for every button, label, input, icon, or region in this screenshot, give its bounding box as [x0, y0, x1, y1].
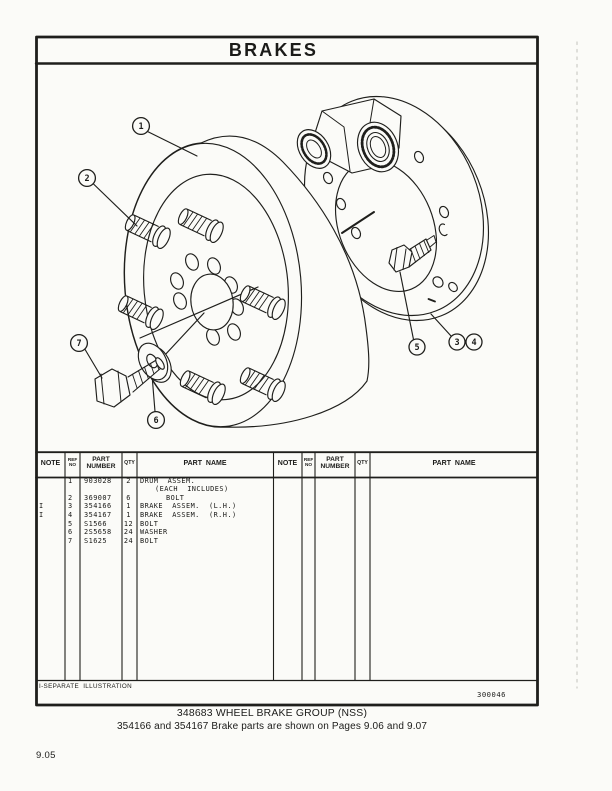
- header-part-name-left: PART NAME: [183, 460, 227, 467]
- content-border-box: [34, 35, 539, 707]
- table-row: 7 S1625 24 BOLT: [0, 537, 612, 546]
- washer: [137, 342, 172, 383]
- table-footnote: I-SEPARATE ILLUSTRATION: [39, 682, 133, 690]
- cell-qty: 24: [123, 528, 134, 537]
- drum-hub-bore: [190, 273, 234, 331]
- cell-part_name: BOLT: [140, 519, 159, 528]
- page-number: 9.05: [36, 750, 56, 761]
- callout-2-label: 2: [84, 174, 89, 184]
- drum-face-holes: [170, 253, 244, 346]
- cell-part_number: 369007: [84, 493, 112, 502]
- bolt-axis-line: [163, 312, 205, 357]
- cell-part_number: S1625: [84, 537, 107, 546]
- cell-part_number: 903028: [84, 476, 112, 485]
- header-qty-right: QTY: [357, 460, 368, 466]
- cell-ref: 4: [68, 511, 73, 520]
- callout-3-label: 3: [454, 338, 459, 348]
- cell-part_name: BOLT: [166, 493, 185, 502]
- form-number: 300046: [477, 690, 506, 699]
- callouts: 1 2 3 4 5: [69, 116, 483, 430]
- cell-ref: 5: [68, 519, 73, 528]
- elbow-fitting: [296, 98, 402, 174]
- cell-ref: 3: [68, 502, 73, 511]
- callout-5: 5: [399, 271, 426, 356]
- axis-line: [139, 286, 259, 339]
- backing-plate-holes: [322, 150, 458, 293]
- table-row: I 4 354167 1 BRAKE ASSEM. (R.H.): [0, 511, 612, 520]
- cell-note: I: [39, 502, 44, 511]
- cell-part_number: 354167: [84, 511, 112, 520]
- mounting-bolt: [388, 223, 448, 273]
- elbow-right-port: [356, 121, 400, 173]
- callout-2: 2: [77, 168, 138, 227]
- cell-part_name: BOLT: [140, 537, 159, 546]
- hex-bolt: [94, 357, 165, 408]
- cell-qty: 1: [126, 502, 131, 511]
- backing-plate: [303, 95, 490, 322]
- cell-ref: 7: [68, 537, 73, 546]
- header-note-left: NOTE: [40, 460, 61, 467]
- cell-part_name: WASHER: [140, 528, 168, 537]
- header-note-right: NOTE: [277, 460, 298, 467]
- callout-4-label: 4: [471, 338, 476, 348]
- cell-qty: 24: [123, 537, 134, 546]
- callout-6: 6: [146, 380, 166, 430]
- cell-part_name: (EACH INCLUDES): [155, 485, 229, 494]
- elbow-left-port: [296, 129, 332, 169]
- callout-4: 4: [465, 333, 483, 351]
- figure-caption-note: 354166 and 354167 Brake parts are shown …: [116, 720, 428, 732]
- cell-part_number: 2S5658: [84, 528, 112, 537]
- table-row: 1 903028 2 DRUM ASSEM.: [0, 477, 612, 486]
- cell-ref: 1: [68, 476, 73, 485]
- table-row: (EACH INCLUDES): [0, 485, 612, 494]
- callout-7-label: 7: [76, 339, 81, 349]
- header-part-name-right: PART NAME: [432, 460, 476, 467]
- table-row: 6 2S5658 24 WASHER: [0, 528, 612, 537]
- cell-qty: 2: [126, 476, 131, 485]
- callout-5-label: 5: [414, 343, 419, 353]
- cell-part_name: DRUM ASSEM.: [140, 476, 196, 485]
- cell-qty: 12: [123, 519, 134, 528]
- cell-part_name: BRAKE ASSEM. (R.H.): [140, 511, 237, 520]
- cell-part_number: 354166: [84, 502, 112, 511]
- table-row: 2 369007 6 BOLT: [0, 494, 612, 503]
- cell-part_number: S1566: [84, 519, 107, 528]
- wheel-studs: [114, 204, 289, 407]
- callout-6-label: 6: [153, 416, 158, 426]
- brake-drum: [123, 135, 370, 428]
- header-qty-left: QTY: [124, 460, 135, 466]
- cell-ref: 2: [68, 493, 73, 502]
- callout-1: 1: [131, 116, 198, 157]
- cell-qty: 1: [126, 511, 131, 520]
- callout-3: 3: [430, 313, 466, 351]
- cell-note: I: [39, 511, 44, 520]
- cell-ref: 6: [68, 528, 73, 537]
- page-title: BRAKES: [228, 40, 319, 60]
- callout-1-label: 1: [138, 122, 143, 132]
- table-row: I 3 354166 1 BRAKE ASSEM. (L.H.): [0, 502, 612, 511]
- cell-part_name: BRAKE ASSEM. (L.H.): [140, 502, 237, 511]
- figure-caption-title: 348683 WHEEL BRAKE GROUP (NSS): [176, 707, 368, 719]
- callout-7: 7: [69, 333, 103, 379]
- table-row: 5 S1566 12 BOLT: [0, 520, 612, 529]
- cell-qty: 6: [126, 493, 131, 502]
